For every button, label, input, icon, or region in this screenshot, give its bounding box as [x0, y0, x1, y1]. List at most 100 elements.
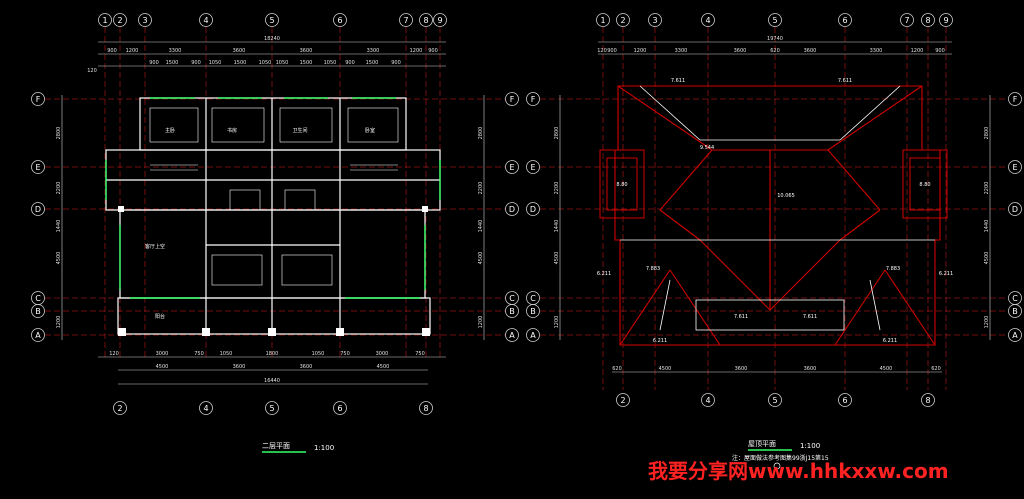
left-side-axis-D-circle	[31, 202, 45, 216]
left-overall-top: 18240	[264, 36, 280, 42]
left-top-dim2: 900	[391, 60, 401, 66]
left-side-axis-F-circle	[31, 92, 45, 106]
left-top-axis-1: 1	[102, 16, 107, 25]
right-side-dim: 4500	[554, 252, 560, 265]
right-top-axis-1: 1	[600, 16, 605, 25]
left-top-axis-4: 4	[203, 16, 208, 25]
right-top-dim: 3600	[804, 48, 817, 54]
left-top-axis-7: 7	[403, 16, 408, 25]
left-bottom-dim1: 3000	[376, 351, 389, 357]
left-top-axis-3-circle	[138, 13, 152, 27]
right-side-axis-C: C	[530, 294, 536, 303]
left-top-axis-5-circle	[265, 13, 279, 27]
watermark: 我要分享网www.hhkxxw.com	[648, 459, 949, 483]
right-bottom-dim: 620	[612, 366, 622, 372]
right-side-dim: 2200	[554, 182, 560, 195]
left-side-axis-r-F: F	[510, 95, 515, 104]
chimney-label: 8.80	[919, 182, 930, 188]
left-top-axis-8-circle	[419, 13, 433, 27]
right-side-axis-B-circle	[526, 304, 540, 318]
left-bottom-axis-5: 5	[269, 404, 274, 413]
right-bottom-axis-4-circle	[701, 393, 715, 407]
roof-slope-label: 9.544	[700, 145, 714, 151]
right-top-dim: 3300	[675, 48, 688, 54]
left-top-axis-1-circle	[98, 13, 112, 27]
right-side-axis-D: D	[530, 205, 536, 214]
right-side-axis-A-circle	[526, 328, 540, 342]
left-side-axis-D: D	[35, 205, 41, 214]
left-top-axis-5: 5	[269, 16, 274, 25]
roof-slope-label: 7.611	[838, 78, 852, 84]
left-room-label: 客厅上空	[145, 243, 165, 250]
left-side-dim: 1440	[56, 220, 62, 233]
left-top-dim2: 1050	[324, 60, 337, 66]
left-side-dim-r: 4500	[478, 252, 484, 265]
left-side-axis-r-B-circle	[505, 304, 519, 318]
left-top-dim2: 1500	[234, 60, 247, 66]
left-side-dim: 4500	[56, 252, 62, 265]
left-side-axis-C: C	[35, 294, 41, 303]
right-bottom-axis-8-circle	[921, 393, 935, 407]
right-side-axis-A: A	[530, 331, 536, 340]
right-top-axis-1-circle	[596, 13, 610, 27]
right-bottom-dim: 620	[931, 366, 941, 372]
left-top-dim2: 900	[345, 60, 355, 66]
right-top-dim: 1200	[911, 48, 924, 54]
left-room-label: 卧室	[365, 127, 375, 134]
left-side-dim-r: 1440	[478, 220, 484, 233]
right-side-axis-r-A: A	[1012, 331, 1018, 340]
left-top-dim1: 900	[107, 48, 117, 54]
right-side-axis-B: B	[530, 307, 536, 316]
left-side-axis-E: E	[35, 163, 40, 172]
right-side-axis-r-F-circle	[1008, 92, 1022, 106]
left-top-axis-3: 3	[142, 16, 147, 25]
left-bottom-axis-2: 2	[117, 404, 122, 413]
left-side-axis-F: F	[36, 95, 41, 104]
left-bottom-axis-2-circle	[113, 401, 127, 415]
right-top-axis-9: 9	[943, 16, 948, 25]
left-side-dim: 2200	[56, 182, 62, 195]
left-room-label: 主卧	[165, 127, 175, 134]
left-side-dim: 2800	[56, 127, 62, 140]
right-bottom-dim: 3600	[735, 366, 748, 372]
drain-marker	[773, 462, 781, 470]
right-bottom-axis-6: 6	[842, 396, 847, 405]
roof-slope-label: 7.611	[671, 78, 685, 84]
left-side-axis-r-A: A	[509, 331, 515, 340]
right-side-dim-r: 1440	[984, 220, 990, 233]
right-side-axis-F-circle	[526, 92, 540, 106]
right-side-axis-E-circle	[526, 160, 540, 174]
right-top-axis-2: 2	[620, 16, 625, 25]
chimney-label: 8.80	[616, 182, 627, 188]
left-bottom-dim2: 3600	[233, 364, 246, 370]
roof-slope-label: 6.211	[939, 271, 953, 277]
left-bottom-dim1: 750	[340, 351, 350, 357]
right-side-axis-r-B: B	[1012, 307, 1018, 316]
left-bottom-dim1: 750	[194, 351, 204, 357]
right-side-axis-r-B-circle	[1008, 304, 1022, 318]
left-bottom-axis-4: 4	[203, 404, 208, 413]
right-top-axis-5-circle	[768, 13, 782, 27]
right-top-dim: 620	[770, 48, 780, 54]
right-side-axis-r-D-circle	[1008, 202, 1022, 216]
right-top-dim: 900	[935, 48, 945, 54]
roof-slope-label: 10.065	[777, 193, 795, 199]
left-side-axis-r-E-circle	[505, 160, 519, 174]
left-top-dim1: 1200	[410, 48, 423, 54]
left-bottom-axis-5-circle	[265, 401, 279, 415]
right-top-axis-4: 4	[705, 16, 710, 25]
left-side-axis-B-circle	[31, 304, 45, 318]
right-top-dim: 120	[597, 48, 607, 54]
right-side-axis-E: E	[530, 163, 535, 172]
right-side-dim: 2800	[554, 127, 560, 140]
left-bottom-dim1: 1800	[266, 351, 279, 357]
right-top-axis-2-circle	[616, 13, 630, 27]
left-top-dim2: 1500	[166, 60, 179, 66]
right-bottom-axis-4: 4	[705, 396, 710, 405]
left-top-dim2: 1050	[209, 60, 222, 66]
left-bottom-dim1: 3000	[156, 351, 169, 357]
